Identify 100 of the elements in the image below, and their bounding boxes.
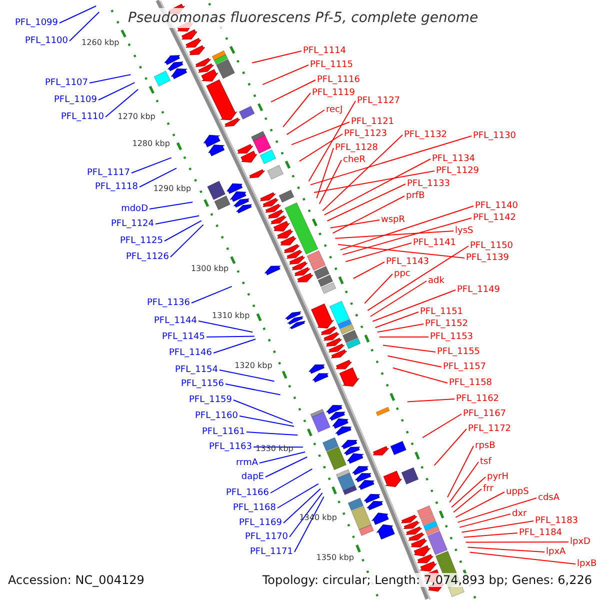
leader-line	[370, 280, 427, 317]
leader-line	[294, 496, 324, 552]
gene-label: lpxB	[577, 559, 597, 569]
gene-label: PFL_1142	[473, 213, 516, 223]
gene-label: recJ	[326, 105, 343, 115]
leader-line	[286, 110, 325, 136]
gene-label: PFL_1167	[463, 409, 506, 419]
scale-label: 1290 kbp	[153, 184, 192, 194]
gene-label: PFL_1125	[120, 236, 163, 246]
gene-label: ppc	[394, 269, 410, 279]
gene-label: PFL_1136	[146, 298, 190, 308]
leader-line	[461, 520, 534, 533]
gene-label: PFL_1107	[44, 78, 88, 88]
leader-line	[469, 552, 576, 564]
leader-line	[89, 74, 132, 84]
leader-line	[314, 170, 435, 193]
leader-line	[69, 12, 100, 42]
leader-line	[467, 546, 545, 552]
leader-line	[213, 338, 256, 354]
scale-label: 1320 kbp	[234, 360, 272, 370]
gene-label: PFL_1157	[443, 362, 486, 372]
leader-line	[191, 286, 232, 304]
gene-label: PFL_1170	[244, 532, 288, 542]
leader-line	[340, 206, 474, 250]
scale-label: 1300 kbp	[190, 264, 229, 274]
leader-line	[308, 100, 356, 182]
gene-label: PFL_1183	[535, 516, 578, 526]
gene-label: PFL_1129	[436, 166, 480, 176]
gene-label: rpsB	[475, 441, 496, 451]
gene-label: PFL_1115	[310, 60, 354, 70]
gene-label: prfB	[406, 191, 425, 201]
leader-line	[246, 432, 298, 436]
scale-label: 1270 kbp	[118, 112, 156, 121]
gene-label: lpxA	[546, 547, 566, 557]
gene-label: PFL_1160	[194, 411, 238, 421]
leader-line	[342, 218, 472, 256]
leader-line	[338, 244, 465, 258]
gene-label: PFL_1099	[14, 18, 58, 28]
gene-label: PFL_1162	[456, 394, 500, 404]
leader-line	[270, 468, 313, 494]
leader-line	[376, 324, 424, 333]
leader-line	[372, 290, 456, 322]
gene-label: PFL_1130	[473, 131, 516, 141]
leader-line	[352, 262, 385, 279]
leader-line	[239, 416, 294, 427]
leader-line	[225, 384, 281, 396]
leader-line	[270, 80, 316, 102]
leader-line	[326, 184, 406, 222]
leader-line	[105, 88, 139, 118]
leader-line	[324, 158, 431, 216]
leader-line	[310, 136, 472, 186]
gene-label: PFL_1163	[208, 442, 252, 452]
scale-label: 1310 kbp	[212, 311, 250, 320]
gene-label: PFL_1161	[202, 427, 245, 437]
scale-label: 1280 kbp	[132, 139, 170, 148]
leader-line	[387, 355, 442, 368]
leader-line	[233, 400, 294, 424]
gene-label: PFL_1152	[425, 319, 468, 329]
gene-label: PFL_1123	[344, 129, 388, 139]
leader-line	[283, 488, 321, 524]
leader-line	[453, 488, 482, 513]
leader-line	[334, 230, 454, 239]
leader-line	[219, 370, 275, 382]
gene-label: PFL_1156	[180, 379, 224, 389]
title: Pseudomonas fluorescens Pf-5, complete genome	[128, 8, 478, 28]
gene-label: PFL_1114	[303, 46, 346, 56]
gene-label: PFL_1159	[188, 395, 232, 405]
leader-line	[98, 82, 136, 100]
leader-line	[406, 398, 455, 402]
leader-line	[457, 498, 537, 523]
gene-label: dapE	[241, 472, 264, 482]
leader-line	[289, 492, 323, 538]
leader-line	[345, 242, 412, 262]
gene-label: PFL_1158	[449, 378, 492, 388]
gene-label: pyrH	[487, 472, 509, 482]
gene-label: PFL_1119	[312, 88, 356, 98]
gene-label: PFL_1149	[457, 285, 500, 295]
gene-label: mdoD	[121, 204, 148, 214]
gene-label: PFL_1110	[60, 112, 104, 122]
scale-label: 1260 kbp	[82, 38, 120, 46]
gene-label: PFL_1145	[162, 332, 205, 342]
gene-label: PFL_1171	[250, 547, 293, 557]
gene-label: PFL_1128	[335, 143, 378, 153]
gene-label: PFL_1127	[357, 96, 400, 106]
leader-line	[139, 168, 177, 188]
leader-line	[332, 196, 405, 234]
leader-line	[364, 274, 393, 304]
gene-label: PFL_1133	[407, 179, 450, 189]
leader-line	[298, 134, 343, 162]
leader-line	[449, 462, 479, 503]
gene-label: PFL_1154	[174, 365, 218, 375]
footer-text: Accession: NC_004129	[8, 573, 144, 587]
leader-line	[382, 344, 436, 352]
leader-line	[262, 64, 309, 86]
gene-label: PFL_1126	[126, 252, 169, 262]
gene-label: PFL_1132	[404, 130, 448, 140]
leader-line	[155, 215, 200, 224]
gene-label: PFL_1169	[238, 518, 282, 528]
gene-label: PFL_1141	[413, 238, 456, 248]
leader-line	[459, 514, 511, 528]
